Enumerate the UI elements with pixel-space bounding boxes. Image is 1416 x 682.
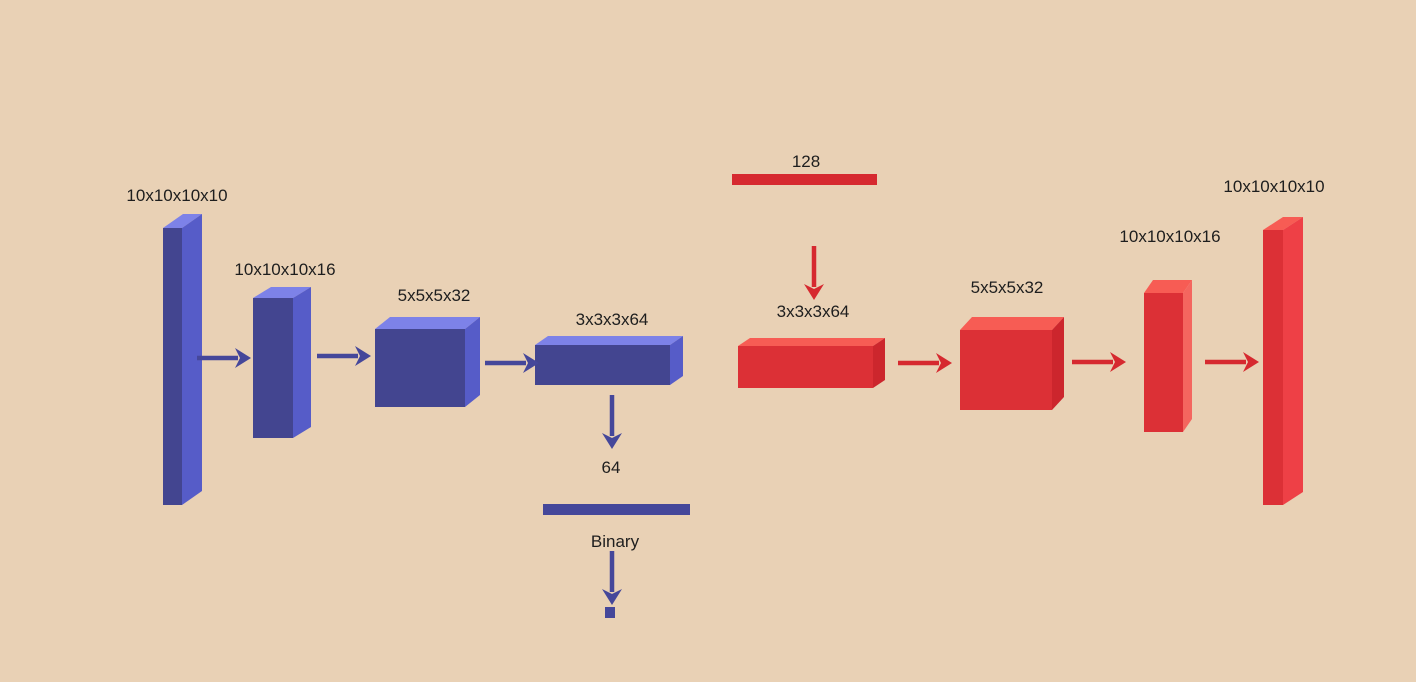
top-face — [253, 287, 311, 298]
encoder-input-label: 10x10x10x10 — [126, 186, 228, 205]
side-face — [1283, 217, 1303, 505]
top-face — [738, 338, 885, 346]
decoder-conv1-label: 3x3x3x64 — [776, 302, 850, 321]
encoder-input-block — [163, 214, 202, 505]
arrow-right-icon — [898, 353, 952, 373]
arrow-right-icon — [1072, 352, 1126, 372]
top-face — [163, 214, 202, 228]
latent-vector-bar — [543, 504, 690, 515]
front-face — [738, 346, 873, 388]
top-face — [1263, 217, 1303, 230]
side-face — [182, 214, 202, 505]
front-face — [375, 329, 465, 407]
encoder-conv1-block — [253, 287, 311, 438]
top-face — [960, 317, 1064, 330]
top-face — [1144, 280, 1192, 293]
front-face — [960, 330, 1052, 410]
side-face — [670, 336, 683, 385]
arrow-down-icon — [804, 246, 824, 300]
encoder-conv1-label: 10x10x10x16 — [234, 260, 336, 279]
encoder-conv3-block — [535, 336, 683, 385]
decoder-conv3-block — [1144, 280, 1192, 432]
side-face — [873, 338, 885, 388]
arrow-right-icon — [317, 346, 371, 366]
latent-size-label: 64 — [601, 458, 621, 477]
code-size-label: 128 — [791, 152, 821, 171]
side-face — [1183, 280, 1192, 432]
decoder-conv1-block — [738, 338, 885, 388]
arrow-down-icon — [602, 395, 622, 449]
front-face — [1263, 230, 1283, 505]
encoder-conv2-label: 5x5x5x32 — [397, 286, 471, 305]
binary-output-square — [605, 607, 615, 618]
arrow-right-icon — [1205, 352, 1259, 372]
top-face — [535, 336, 683, 345]
decoder-conv3-label: 10x10x10x16 — [1119, 227, 1221, 246]
front-face — [535, 345, 670, 385]
arrow-right-icon — [485, 353, 539, 373]
side-face — [465, 317, 480, 407]
binary-label: Binary — [590, 532, 640, 551]
front-face — [253, 298, 293, 438]
decoder-conv2-label: 5x5x5x32 — [970, 278, 1044, 297]
encoder-conv2-block — [375, 317, 480, 407]
front-face — [1144, 293, 1183, 432]
side-face — [293, 287, 311, 438]
decoder-conv2-block — [960, 317, 1064, 410]
code-vector-bar — [732, 174, 877, 185]
encoder-conv3-label: 3x3x3x64 — [575, 310, 649, 329]
top-face — [375, 317, 480, 329]
side-face — [1052, 317, 1064, 410]
arrow-right-icon — [197, 348, 251, 368]
decoder-output-block — [1263, 217, 1303, 505]
arrow-down-icon — [602, 551, 622, 605]
front-face — [163, 228, 182, 505]
decoder-output-label: 10x10x10x10 — [1223, 177, 1325, 196]
